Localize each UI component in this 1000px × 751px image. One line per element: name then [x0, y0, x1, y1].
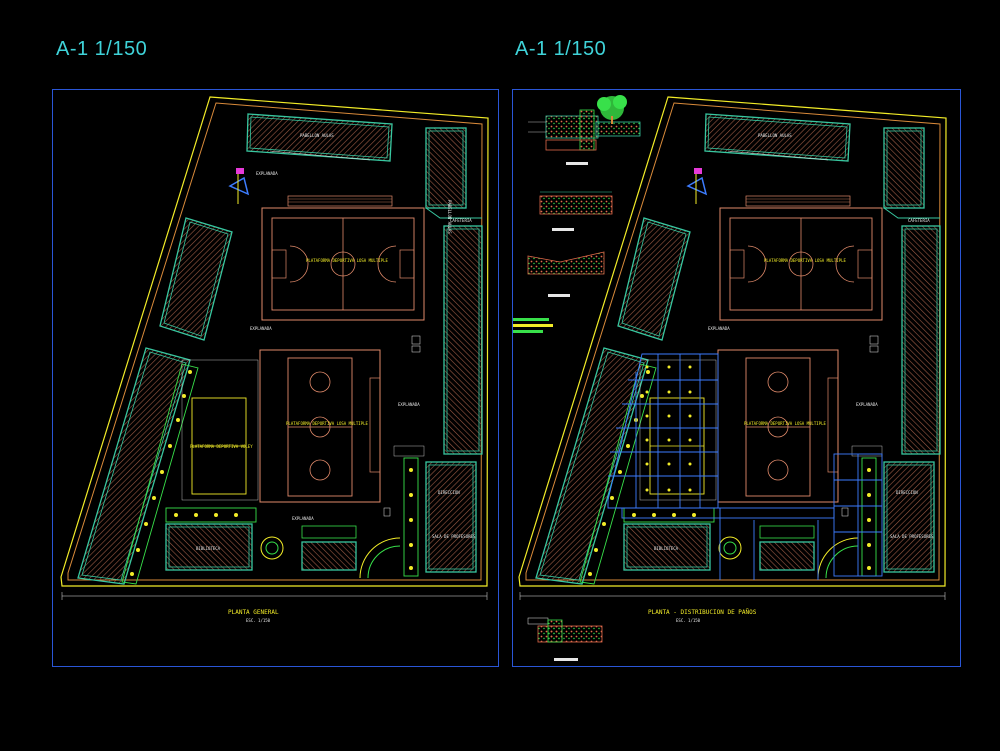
label-biblioteca-2: BIBLIOTECA: [654, 546, 679, 551]
drawing-frame-right: [512, 89, 961, 667]
label-explanada-2a: EXPLANADA: [708, 326, 730, 331]
label-losa-multiple: PLATAFORMA DEPORTIVA LOSA MULTIPLE: [306, 258, 388, 263]
sheet-title-left: A-1 1/150: [56, 38, 148, 60]
label-explanada-3: EXPLANADA: [292, 516, 314, 521]
label-losa-voley: PLATAFORMA DEPORTIVA VOLEY: [190, 444, 253, 449]
panos-grid: [607, 353, 883, 580]
label-explanada-2: EXPLANADA: [398, 402, 420, 407]
label-explanada-4: EXPLANADA: [256, 171, 278, 176]
plan-caption-left: PLANTA GENERAL: [228, 609, 279, 616]
label-direccion: DIRECCION: [438, 490, 460, 495]
label-losa-basket-2: PLATAFORMA DEPORTIVA LOSA MULTIPLE: [744, 421, 826, 426]
label-direccion-2: DIRECCION: [896, 490, 918, 495]
label-explanada-1: EXPLANADA: [250, 326, 272, 331]
label-losa-basket: PLATAFORMA DEPORTIVA LOSA MULTIPLE: [286, 421, 368, 426]
plan-caption-right: PLANTA - DISTRIBUCION DE PAÑOS: [648, 609, 757, 616]
plan-scale-left: ESC. 1/150: [246, 618, 271, 623]
label-sala-profesores: SALA DE PROFESORES: [432, 534, 476, 539]
label-cafeteria: CAFETERIA: [450, 218, 472, 223]
label-pabellon-top-2: PABELLON AULAS: [758, 133, 792, 138]
detail-sections: [513, 95, 641, 661]
drawing-frame-left: [52, 89, 499, 667]
plan-scale-right: ESC. 1/150: [676, 618, 701, 623]
label-cafeteria-2: CAFETERIA: [908, 218, 930, 223]
label-biblioteca: BIBLIOTECA: [196, 546, 221, 551]
label-pabellon-top: PABELLON AULAS: [300, 133, 334, 138]
label-pabellon-right: PABELLON AULAS: [447, 200, 452, 234]
label-sala-profesores-2: SALA DE PROFESORES: [890, 534, 934, 539]
label-explanada-2b: EXPLANADA: [856, 402, 878, 407]
label-losa-multiple-2: PLATAFORMA DEPORTIVA LOSA MULTIPLE: [764, 258, 846, 263]
sheet-title-right: A-1 1/150: [515, 38, 607, 60]
